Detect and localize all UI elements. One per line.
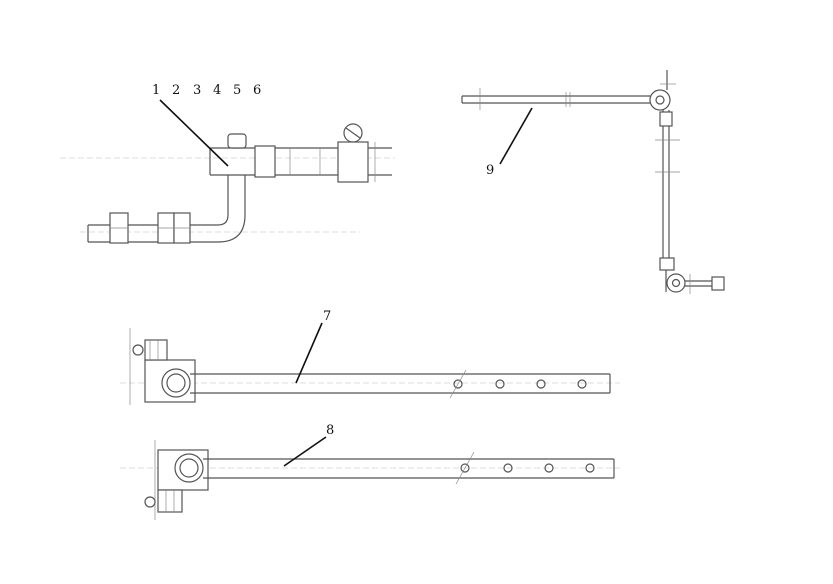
callout-5: 5: [233, 83, 241, 98]
callout-8: 8: [326, 423, 334, 438]
callout-9: 9: [486, 163, 494, 178]
linkage-assembly: [461, 70, 725, 294]
bar-part-7: [120, 322, 620, 405]
callout-3: 3: [193, 83, 201, 98]
callout-2: 2: [172, 83, 180, 98]
callout-4: 4: [213, 83, 221, 98]
callout-7: 7: [323, 309, 331, 324]
callout-6: 6: [253, 83, 261, 98]
bar-part-8: [120, 436, 620, 520]
pipe-assembly: [60, 99, 395, 244]
callout-1: 1: [152, 83, 160, 98]
